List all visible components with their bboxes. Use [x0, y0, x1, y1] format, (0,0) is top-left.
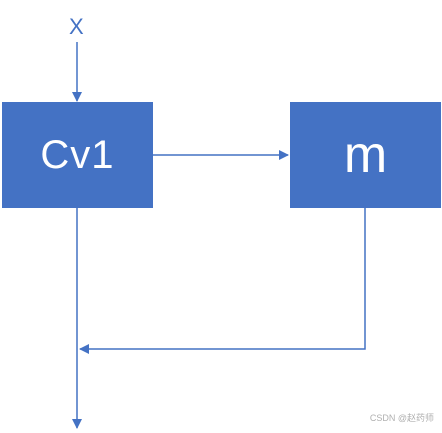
edge-m-residual — [79, 208, 366, 354]
input-label-x: X — [69, 14, 84, 39]
watermark: CSDN @赵药师 — [369, 413, 434, 423]
node-m-label: m — [343, 126, 388, 184]
node-cv1: Cv1 — [2, 102, 153, 208]
node-cv1-label: Cv1 — [40, 132, 115, 177]
node-m: m — [290, 102, 441, 208]
